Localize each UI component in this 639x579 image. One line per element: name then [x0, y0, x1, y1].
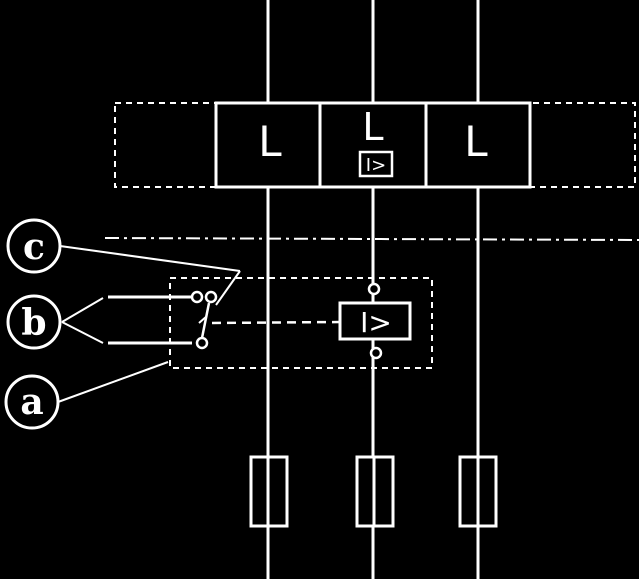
relay-cell-right — [424, 101, 532, 189]
callout-b-circle — [6, 294, 62, 350]
mechanical-link — [211, 320, 341, 325]
callout-c — [6, 218, 62, 274]
trip-unit — [338, 282, 412, 360]
callout-c-circle — [6, 218, 62, 274]
aux-contact-bottom — [195, 336, 209, 350]
relay-cell-middle-badge: I> — [366, 155, 386, 176]
callout-a-circle — [4, 374, 60, 430]
aux-contact-top-right — [204, 290, 218, 304]
leader-c — [59, 245, 241, 272]
leader-lines — [57, 245, 241, 403]
aux-contact-top-left — [190, 290, 204, 304]
callout-a-label: a — [20, 381, 43, 423]
relay-cell-left-label: L — [258, 117, 282, 166]
relay-cell-right-label: L — [464, 117, 488, 166]
separator-line — [104, 237, 639, 241]
callout-a — [4, 374, 60, 430]
auxiliary-switch — [108, 290, 218, 350]
callout-b — [6, 294, 62, 350]
relay-cell-middle-badge-box — [358, 150, 394, 178]
relay-cell-left — [214, 101, 322, 189]
callout-c-label: c — [23, 226, 45, 268]
trip-unit-top-terminal — [367, 282, 381, 296]
trip-unit-bottom-terminal — [369, 346, 383, 360]
leader-a — [57, 361, 169, 403]
leader-c-end — [215, 270, 241, 306]
relay-cell-middle-label: L — [362, 105, 383, 149]
callout-b-label: b — [21, 302, 46, 344]
aux-contact-blade — [200, 302, 211, 339]
leader-b-top — [61, 297, 104, 323]
trip-unit-label: I> — [360, 306, 392, 339]
aux-contact-stub — [198, 315, 208, 324]
leader-b-bottom — [61, 321, 104, 344]
trip-unit-box — [338, 301, 412, 341]
